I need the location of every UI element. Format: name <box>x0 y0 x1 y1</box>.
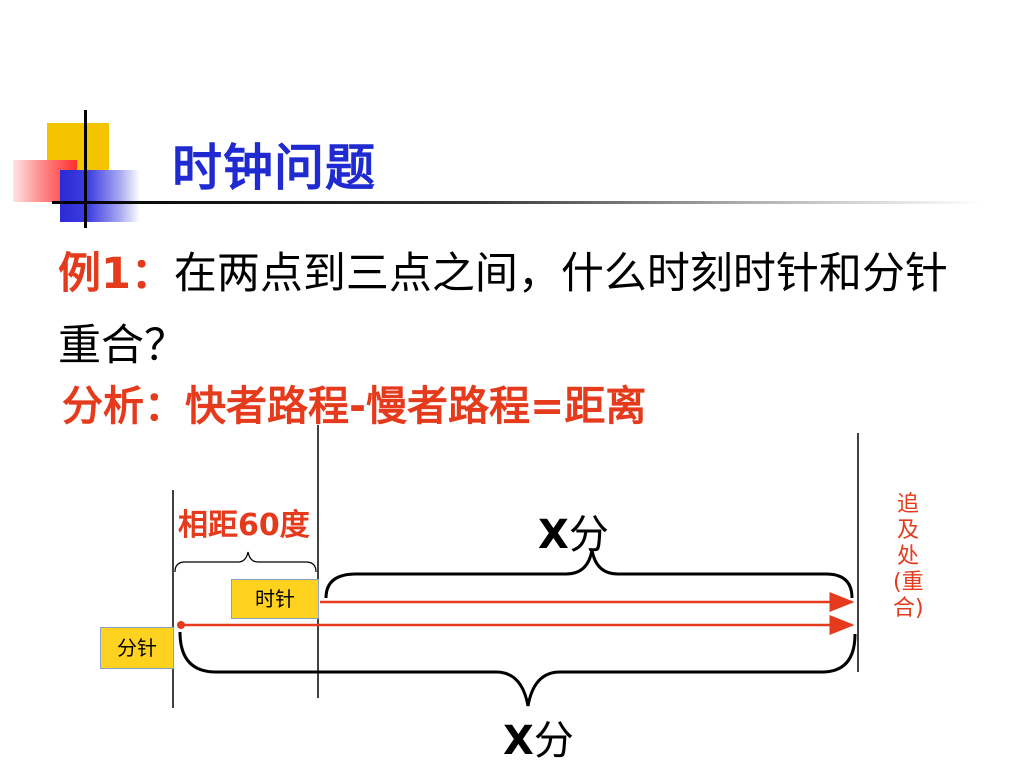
problem-statement: 例1：在两点到三点之间，什么时刻时针和分针重合？ <box>58 238 978 382</box>
decor-blue-bar <box>60 170 140 222</box>
distance-label: 相距60度 <box>178 508 310 543</box>
minute-travel-label: X分 <box>503 708 574 766</box>
minute-travel-unit: 分 <box>533 718 574 764</box>
slide-title: 时钟问题 <box>172 139 376 197</box>
hour-travel-label: X分 <box>538 502 609 560</box>
minute-brace <box>178 631 857 707</box>
problem-text: 在两点到三点之间，什么时刻时针和分针重合？ <box>58 249 948 371</box>
minute-travel-var: X <box>503 718 534 764</box>
distance-brace <box>174 551 317 573</box>
hour-travel-unit: 分 <box>568 512 609 558</box>
minute-hand-box: 分针 <box>100 627 174 669</box>
hour-hand-box: 时针 <box>231 579 319 619</box>
problem-label: 例1： <box>58 249 174 299</box>
hour-travel-var: X <box>538 512 569 558</box>
analysis-text: 分析：快者路程-慢者路程=距离 <box>62 382 647 430</box>
catch-up-label: 追及处(重合) <box>893 492 924 621</box>
decor-vertical-line <box>84 110 87 228</box>
title-underline <box>52 201 982 204</box>
hour-brace <box>324 549 854 599</box>
